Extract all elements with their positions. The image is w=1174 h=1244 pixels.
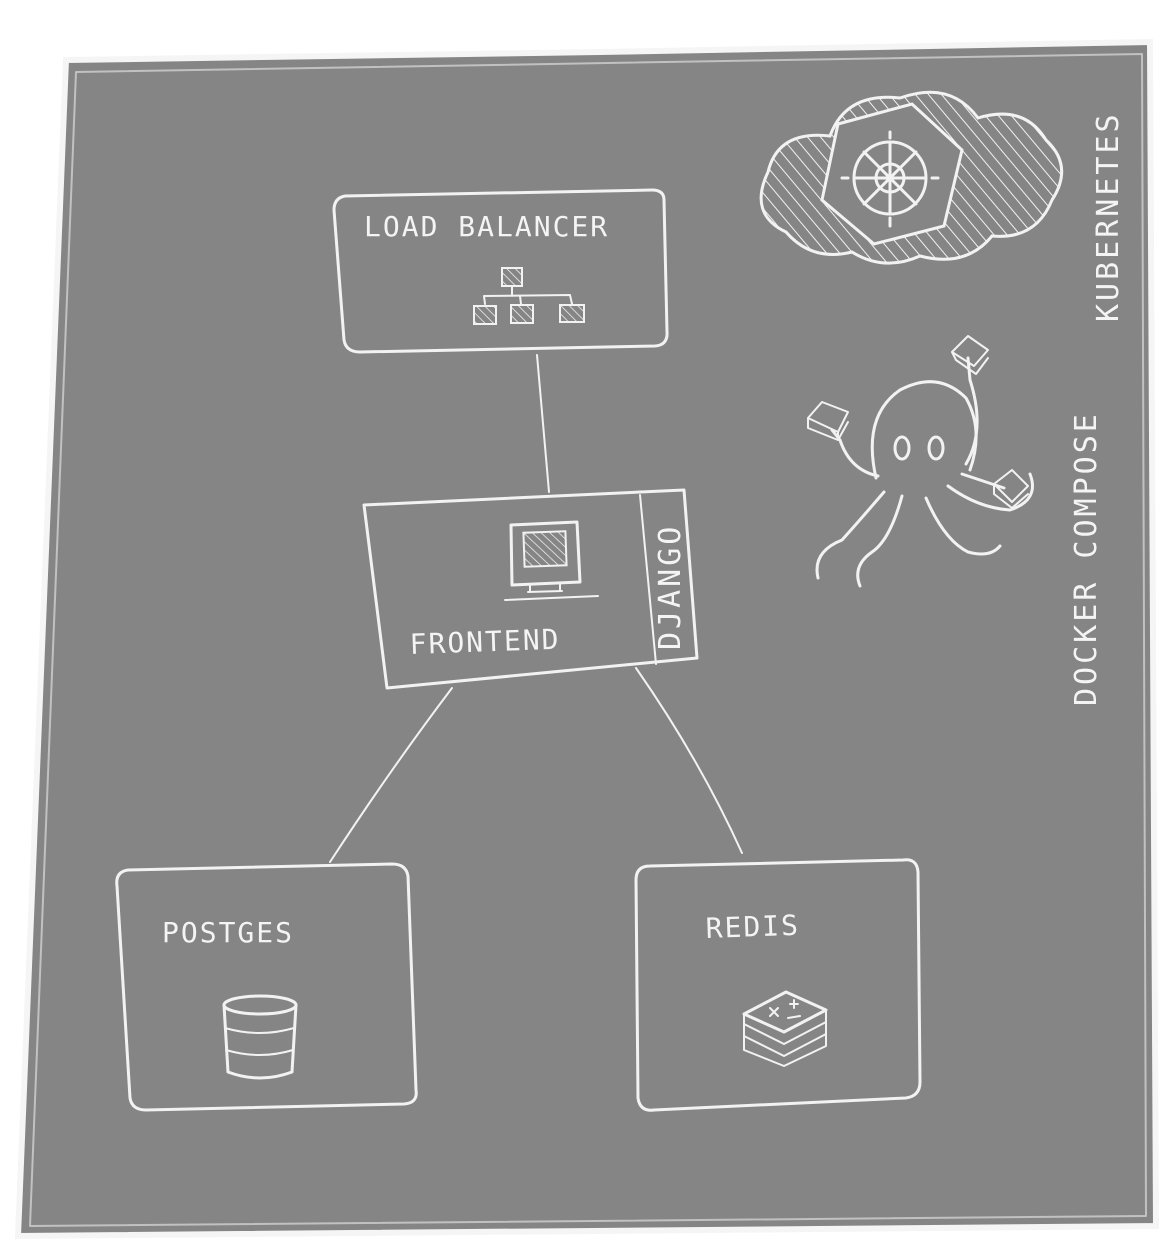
load-balancer-label: LOAD BALANCER xyxy=(364,210,609,243)
docker-compose-label: DOCKER COMPOSE xyxy=(1069,411,1104,706)
frontend-label: FRONTEND xyxy=(409,623,561,661)
frontend-sublabel: DJANGO xyxy=(653,524,688,650)
kubernetes-label: KUBERNETES xyxy=(1091,111,1126,322)
postgres-label: POSTGES xyxy=(162,916,294,949)
redis-label: REDIS xyxy=(705,909,800,945)
